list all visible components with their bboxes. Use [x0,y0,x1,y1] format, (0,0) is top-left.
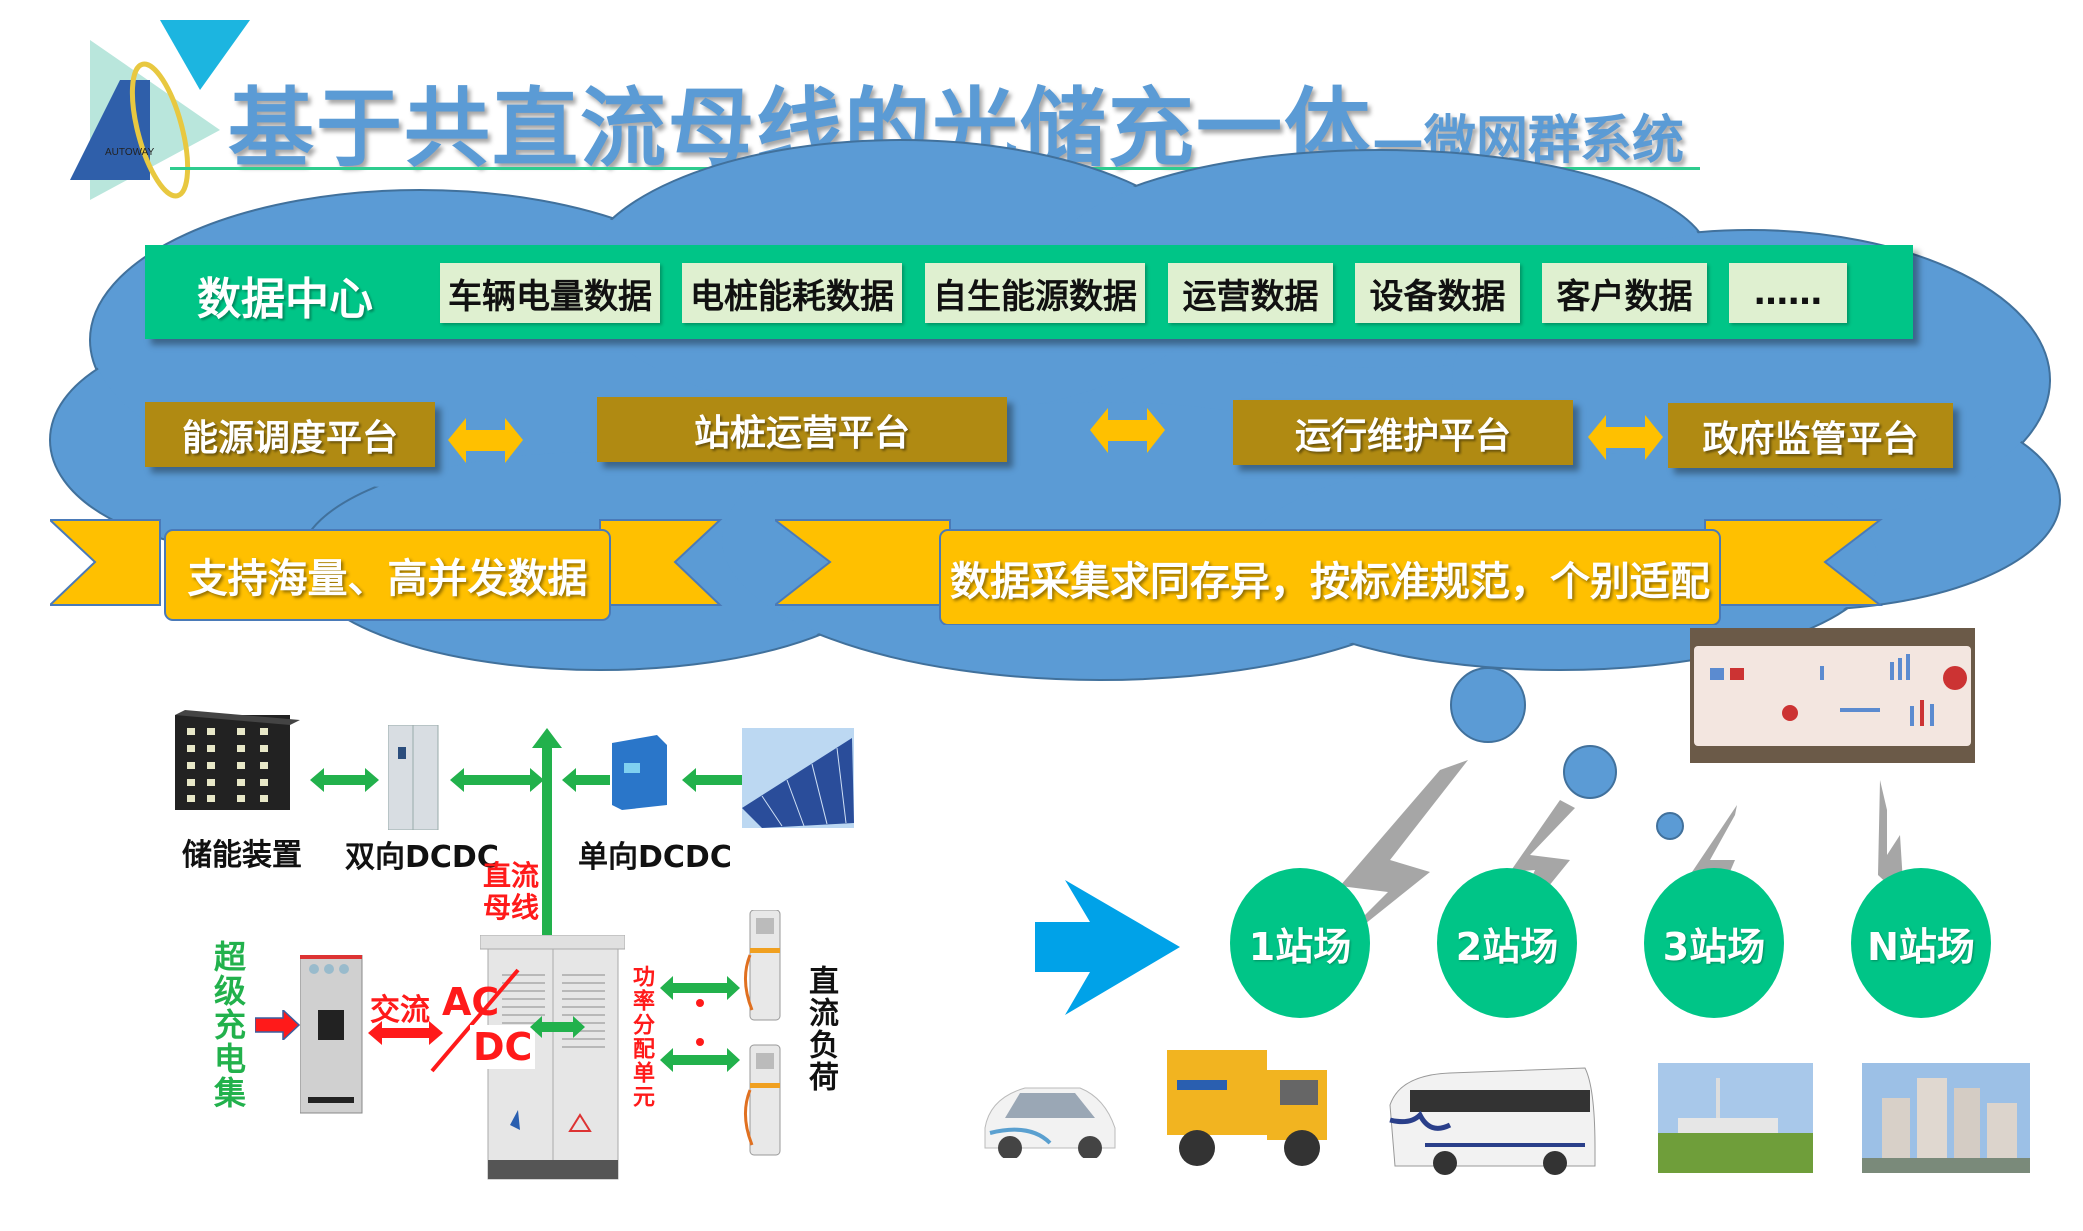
factory-image [1658,1063,1813,1173]
bidirectional-dcdc-image [388,725,439,830]
ac-double-arrow [368,1021,443,1045]
monitoring-dashboard-image [1690,628,1975,763]
platform-maintenance: 运行维护平台 [1233,400,1573,465]
residential-buildings-image [1862,1063,2030,1173]
logo-text: AUTOWAY [105,147,155,158]
station-3: 3站场 [1644,868,1784,1018]
solar-panel-image [742,728,854,828]
arrow-storage-bidirectional [310,768,379,792]
power-cabinet-image [480,935,625,1180]
data-chip-self-energy: 自生能源数据 [925,263,1145,323]
platform-energy-dispatch: 能源调度平台 [145,402,435,467]
label-power-unit: 功率分配单元 [629,965,654,1109]
label-dc-load: 直流负荷 [803,965,838,1093]
cabinet-inner-arrow [530,1016,585,1038]
data-chip-customer: 客户数据 [1542,263,1707,323]
station-n: N站场 [1851,868,1991,1018]
logo-letter-a [70,80,150,180]
platform-government: 政府监管平台 [1668,403,1953,468]
data-chip-more: …… [1729,263,1847,323]
bus-image [1389,1067,1596,1175]
acdc-slash [430,968,520,1073]
label-bidirectional-dcdc: 双向DCDC [345,840,499,875]
double-arrow-icon [448,418,523,463]
lightning-icon [1690,805,1737,930]
label-acdc-ac: AC [442,980,500,1024]
data-chip-operation: 运营数据 [1168,263,1333,323]
unidirectional-dcdc-image [612,735,667,810]
double-arrow-icon [1090,408,1165,453]
car-image [984,1087,1116,1158]
bubble-medium [1563,745,1617,799]
label-acdc-dc: DC [470,1025,536,1069]
bubble-large [1450,667,1526,743]
charging-piles-image [744,910,781,1156]
bubble-small [1656,812,1684,840]
station-1: 1站场 [1230,868,1370,1018]
data-center-label: 数据中心 [197,274,373,325]
company-logo: AUTOWAY [70,20,250,200]
arrow-bidirectional-bus [450,768,544,792]
arrow-solar-inverter [682,768,742,792]
banner-standard-adapt: 数据采集求同存异，按标准规范，个别适配 [950,558,1710,605]
label-supercharge: 超级充电集 [209,940,247,1110]
label-unidirectional-dcdc: 单向DCDC [578,840,732,875]
logo-cyan-triangle [160,20,250,90]
ribbon-banner-right [775,519,1883,625]
power-truck-image [1167,1050,1327,1166]
red-input-arrow [255,1010,300,1040]
data-chip-vehicle-battery: 车辆电量数据 [440,263,660,323]
energy-storage-image [175,710,300,810]
arrow-inverter-bus [562,768,610,792]
big-right-arrow-icon [1035,880,1180,1015]
distribution-cabinet-image [300,955,363,1114]
platform-station-operation: 站桩运营平台 [597,397,1007,462]
dc-bus-arrow [532,728,562,1018]
charger-arrows [660,976,740,1072]
banner-massive-data: 支持海量、高并发数据 [187,556,588,602]
double-arrow-icon [1588,415,1663,460]
flow-arrows-top [310,768,742,792]
ribbon-banner-left [50,519,723,621]
label-storage: 储能装置 [182,838,302,873]
data-center-bar: 数据中心 车辆电量数据 电桩能耗数据 自生能源数据 运营数据 设备数据 客户数据… [145,245,1913,339]
data-chip-device: 设备数据 [1355,263,1520,323]
label-ac: 交流 [370,993,430,1028]
station-2: 2站场 [1437,868,1577,1018]
data-chip-pile-energy: 电桩能耗数据 [682,263,902,323]
label-dc-bus: 直流母线 [483,859,540,924]
